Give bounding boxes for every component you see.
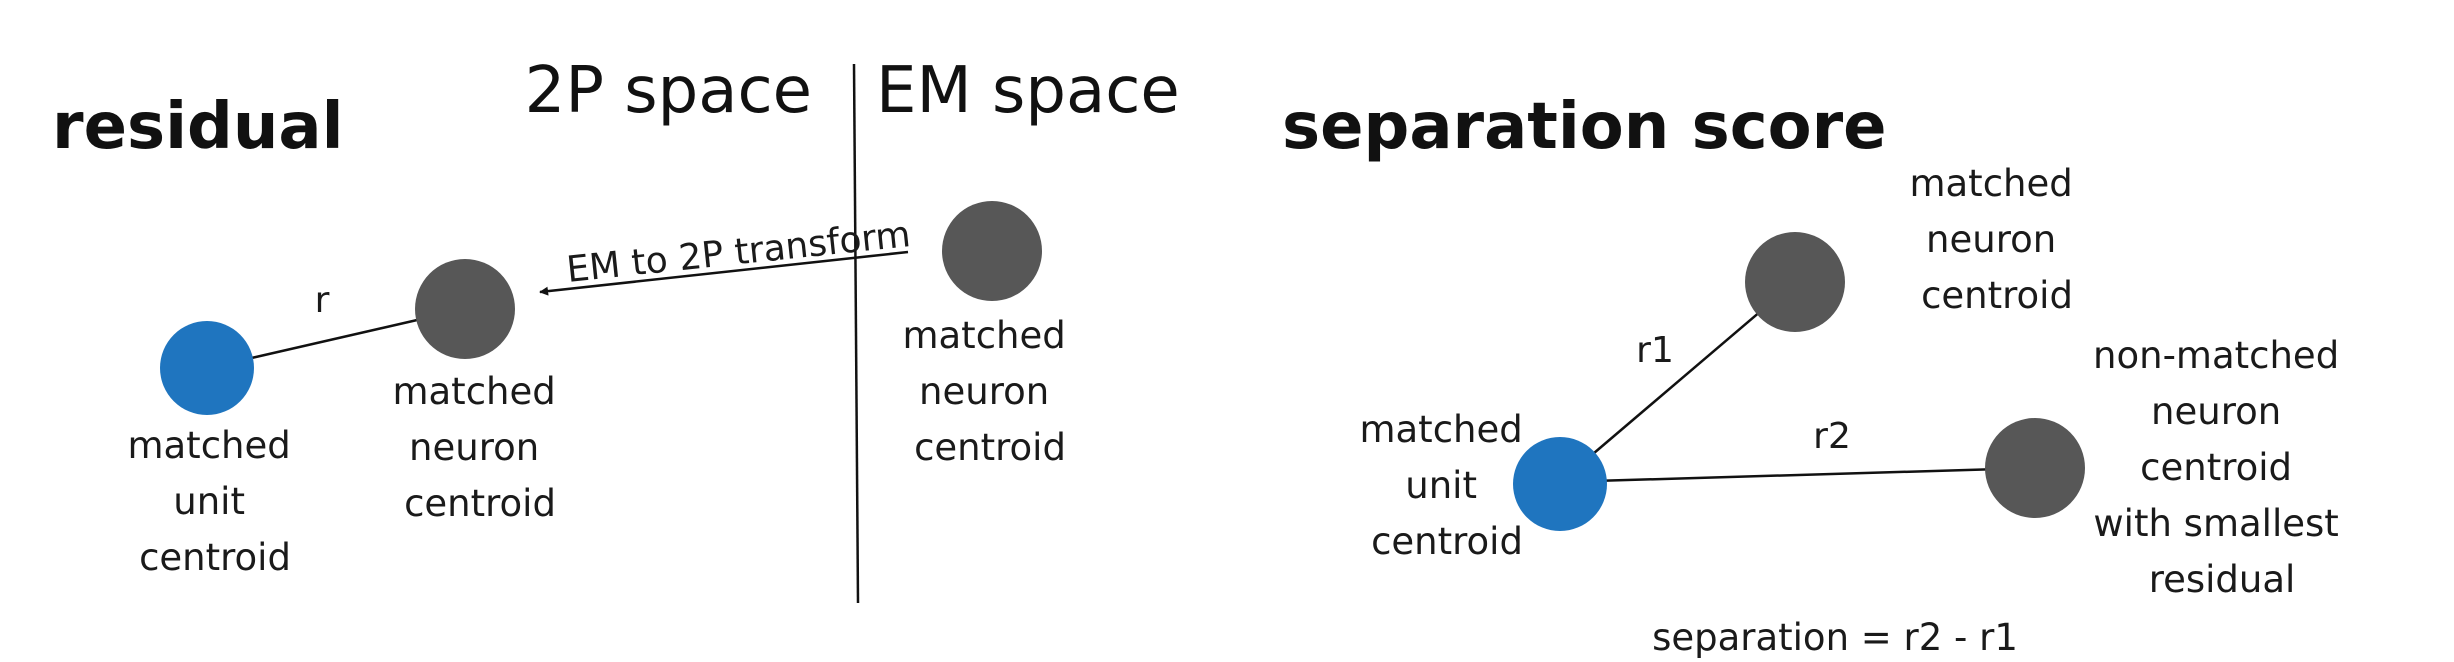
residual-title: residual: [52, 90, 344, 164]
2p-space-label: 2P space: [525, 54, 812, 128]
separation-score-title: separation score: [1282, 90, 1887, 164]
matched-neuron-2p-label: matched neuron centroid: [392, 370, 567, 525]
r2-label: r2: [1813, 416, 1851, 457]
residual-r-label: r: [315, 280, 330, 321]
separation-matched-unit-label: matched unit centroid: [1359, 408, 1534, 563]
separation-formula: separation = r2 - r1: [1652, 616, 2018, 659]
separation-matched-neuron-label: matched neuron centroid: [1909, 162, 2084, 317]
separation-matched-unit-node: [1513, 437, 1607, 531]
separation-line-r1: [1559, 281, 1796, 483]
matched-neuron-2p-node: [415, 259, 515, 359]
separation-matched-neuron-node: [1745, 232, 1845, 332]
matched-neuron-em-node: [942, 201, 1042, 301]
matched-unit-centroid-node: [160, 321, 254, 415]
r1-label: r1: [1636, 330, 1674, 371]
nonmatched-neuron-node: [1985, 418, 2085, 518]
transform-label: EM to 2P transform: [565, 214, 913, 291]
transform-arrow: [539, 250, 909, 296]
separation-line-r2: [1559, 466, 2036, 484]
em-space-label: EM space: [876, 54, 1180, 128]
matched-unit-centroid-label: matched unit centroid: [127, 424, 302, 579]
space-divider-line: [852, 63, 860, 604]
nonmatched-neuron-label: non-matched neuron centroid with smalles…: [2093, 334, 2351, 601]
matched-neuron-em-label: matched neuron centroid: [902, 314, 1077, 469]
